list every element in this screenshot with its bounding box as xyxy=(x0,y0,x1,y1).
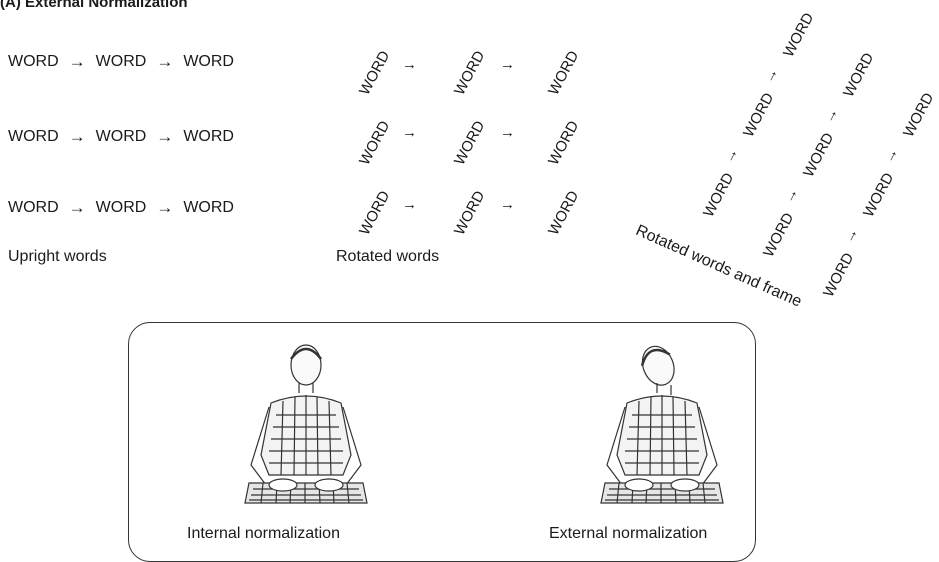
rotated-word: WORD xyxy=(800,130,838,180)
word: WORD xyxy=(183,53,234,70)
rotated-word: WORD xyxy=(451,48,489,98)
rotated-word: WORD xyxy=(840,50,878,100)
arrow-icon: → xyxy=(156,52,174,71)
rotated-word: WORD xyxy=(820,250,858,300)
rotated-word: WORD xyxy=(545,188,583,238)
rotated-caption: Rotated words xyxy=(336,248,440,265)
arrow-icon: → xyxy=(780,184,803,206)
rotated-word: WORD xyxy=(356,188,394,238)
upright-row: WORD → WORD → WORD xyxy=(8,127,234,147)
word: WORD xyxy=(183,199,234,216)
arrow-icon: → xyxy=(760,64,783,86)
rotated-word: WORD xyxy=(545,48,583,98)
rotated-word: WORD xyxy=(356,118,394,168)
arrow-icon: → xyxy=(880,144,903,166)
arrow-icon: → xyxy=(720,144,743,166)
rotated-word: WORD xyxy=(740,90,778,140)
rotated-word: WORD xyxy=(860,170,898,220)
arrow-icon: → xyxy=(840,224,863,246)
rotated-word: WORD xyxy=(451,118,489,168)
arrow-icon: → xyxy=(402,196,417,213)
arrow-icon: → xyxy=(402,124,417,141)
word: WORD xyxy=(95,53,147,70)
arrow-icon: → xyxy=(500,196,515,213)
upright-row: WORD → WORD → WORD xyxy=(8,52,234,72)
arrow-icon: → xyxy=(156,127,174,146)
internal-caption: Internal normalization xyxy=(187,525,340,542)
upright-caption: Upright words xyxy=(8,248,107,265)
external-caption: External normalization xyxy=(549,525,708,542)
arrow-icon: → xyxy=(68,52,86,71)
arrow-icon: → xyxy=(156,198,174,217)
word: WORD xyxy=(95,199,147,216)
rotated-word: WORD xyxy=(451,188,489,238)
person-upright-icon xyxy=(244,344,368,504)
arrow-icon: → xyxy=(500,56,515,73)
arrow-icon: → xyxy=(68,198,86,217)
upright-row: WORD → WORD → WORD xyxy=(8,198,234,218)
word: WORD xyxy=(183,128,234,145)
word: WORD xyxy=(95,128,147,145)
normalization-box: Internal normalization Exte xyxy=(128,322,756,562)
arrow-icon: → xyxy=(500,124,515,141)
rotated-word: WORD xyxy=(760,210,798,260)
rotated-word: WORD xyxy=(780,10,818,60)
rotated-word: WORD xyxy=(356,48,394,98)
rotated-word: WORD xyxy=(700,170,738,220)
arrow-icon: → xyxy=(820,104,843,126)
panel-title: (A) External Normalization xyxy=(0,0,188,11)
word: WORD xyxy=(8,128,59,145)
person-tilted-icon xyxy=(600,345,724,504)
word: WORD xyxy=(8,53,59,70)
word: WORD xyxy=(8,199,59,216)
arrow-icon: → xyxy=(68,127,86,146)
arrow-icon: → xyxy=(402,56,417,73)
rotated-word: WORD xyxy=(900,90,938,140)
rotated-word: WORD xyxy=(545,118,583,168)
